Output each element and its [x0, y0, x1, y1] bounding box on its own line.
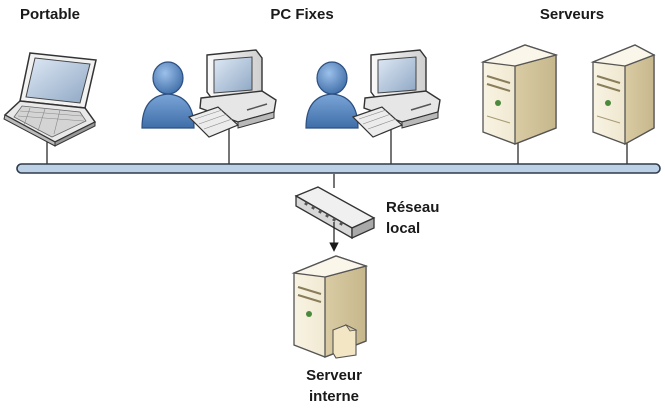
label-serveur-line1: Serveur [306, 367, 362, 384]
user-icon [305, 61, 359, 129]
connection-lines [46, 128, 628, 188]
server-tower-icon [590, 44, 656, 146]
workstation-icon [305, 49, 441, 138]
label-reseau-line1: Réseau [386, 199, 440, 216]
server-tower-icon [480, 44, 559, 145]
label-reseau-line2: local [386, 220, 421, 237]
workstation-icon [141, 49, 277, 138]
lan-bus [16, 163, 661, 174]
label-serveur-line2: interne [308, 388, 359, 405]
label-portable: Portable [19, 6, 80, 23]
network-switch-icon [294, 186, 376, 240]
label-serveur-interne: Serveur interne [294, 365, 374, 407]
label-pc-fixes: PC Fixes [270, 6, 334, 23]
label-serveurs: Serveurs [539, 6, 605, 23]
user-icon [141, 61, 195, 129]
document-icon [332, 323, 358, 359]
label-reseau-local: Réseau local [386, 197, 439, 239]
laptop-icon [3, 52, 97, 147]
